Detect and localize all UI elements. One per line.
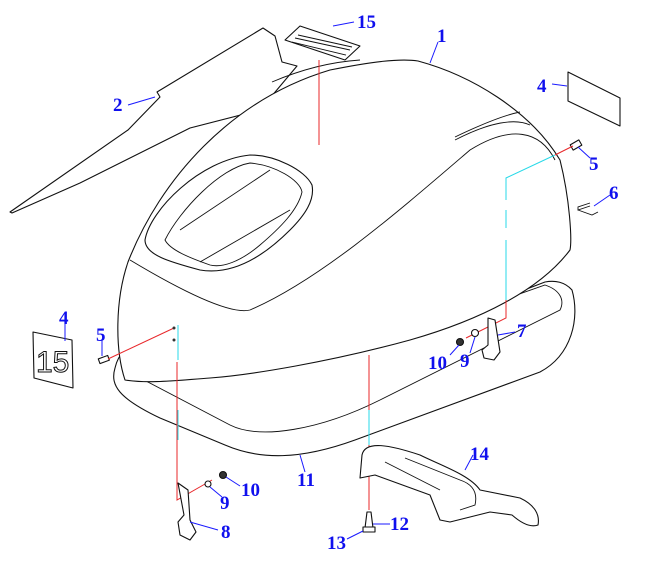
hole: [172, 338, 176, 342]
callout-14: 14: [470, 444, 490, 465]
callout-7: 7: [517, 321, 527, 342]
callout-11: 11: [297, 470, 315, 491]
svg-text:15: 15: [36, 346, 69, 379]
nut-right: [455, 337, 465, 347]
bracket-left: [177, 482, 197, 541]
leader-lines: [64, 21, 611, 540]
bolt-right: [569, 139, 583, 151]
air-intake-inner: [164, 162, 303, 267]
cowl-top-ridge: [271, 59, 531, 141]
air-intake-opening: [144, 154, 314, 272]
callout-9-left: 9: [220, 493, 230, 514]
callout-6: 6: [609, 183, 619, 204]
washer-right: [470, 328, 480, 338]
callout-13: 13: [327, 533, 346, 554]
callout-9-right: 9: [460, 351, 470, 372]
callout-15: 15: [357, 12, 376, 33]
callout-12: 12: [390, 514, 409, 535]
callout-8: 8: [221, 522, 231, 543]
washer-left: [204, 480, 212, 488]
side-decal-strip: [9, 27, 298, 214]
centerline-8: [176, 362, 213, 501]
centerline-5-left: [107, 327, 175, 360]
callout-4-left: 4: [59, 308, 69, 329]
rivet-head: [362, 526, 376, 533]
callout-4: 4: [537, 76, 547, 97]
hole: [172, 326, 176, 330]
nut-left: [218, 470, 228, 480]
decal-15-left: 15: [32, 331, 74, 389]
centerline-7: [465, 300, 507, 339]
rivet: [364, 511, 374, 529]
callout-5-left: 5: [96, 325, 106, 346]
handle: [359, 444, 539, 527]
handle-grip: [384, 457, 477, 511]
decal-plate-right: [567, 71, 621, 127]
callout-10-left: 10: [241, 480, 260, 501]
cowl-shoulder-line: [129, 133, 556, 312]
hidden-line-right: [505, 154, 556, 300]
clip: [577, 202, 599, 216]
serial-label-plate: [284, 25, 361, 61]
bracket-right: [481, 317, 501, 361]
callout-10-right: 10: [428, 353, 447, 374]
bolt-left: [97, 354, 110, 365]
callout-2: 2: [113, 95, 123, 116]
top-cowling: [117, 59, 572, 383]
callout-5: 5: [589, 154, 599, 175]
callout-1: 1: [437, 26, 447, 47]
centerline-5-right: [554, 145, 574, 156]
